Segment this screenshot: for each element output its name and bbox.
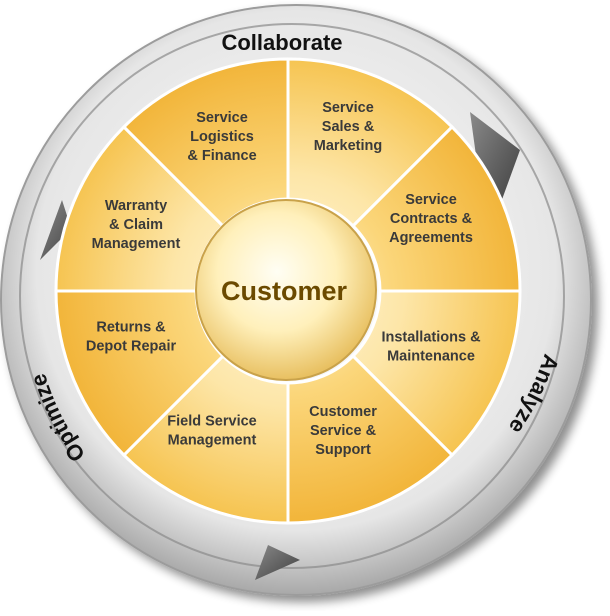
arrow-bottom-icon bbox=[255, 545, 300, 580]
arrow-left-icon bbox=[40, 200, 78, 260]
ring-label-collaborate: Collaborate bbox=[221, 30, 342, 55]
segment-field-service-management bbox=[121, 353, 290, 525]
segment-label-line: Contracts & bbox=[390, 211, 473, 227]
segment-label-line: Sales & bbox=[322, 119, 375, 135]
segment-label-line: Service bbox=[322, 100, 374, 116]
center-circle bbox=[195, 199, 377, 381]
segment-label-line: Service bbox=[196, 110, 248, 126]
cycle-arrows bbox=[40, 112, 520, 580]
segment-label-line: Management bbox=[92, 236, 181, 252]
segment-label-line: Logistics bbox=[190, 129, 254, 145]
segment-label-line: Support bbox=[315, 442, 371, 458]
arrow-top-right-icon bbox=[470, 112, 520, 205]
segment-label-line: Agreements bbox=[389, 230, 473, 246]
segment-label-line: Returns & bbox=[96, 320, 166, 336]
segment-label-line: Depot Repair bbox=[86, 339, 177, 355]
center-label: Customer bbox=[221, 276, 348, 306]
segment-returns-depot-repair-label: Returns & Depot Repair bbox=[86, 320, 177, 355]
segment-label-line: Service bbox=[405, 192, 457, 208]
segment-customer-service-support bbox=[286, 353, 455, 525]
segment-label-line: Installations & bbox=[381, 330, 481, 346]
segment-installations-maintenance-label: Installations & Maintenance bbox=[381, 330, 481, 365]
segment-label-line: Customer bbox=[309, 404, 377, 420]
segment-installations-maintenance bbox=[350, 289, 522, 458]
segment-label-line: Service & bbox=[310, 423, 377, 439]
segment-label-line: Field Service bbox=[167, 414, 256, 430]
segment-label-line: Warranty bbox=[105, 198, 167, 214]
inner-ring-edge bbox=[19, 23, 565, 569]
segment-label-line: Marketing bbox=[314, 138, 383, 154]
segment-label-line: Maintenance bbox=[387, 349, 475, 365]
segment-label-line: & Finance bbox=[187, 148, 256, 164]
segment-service-contracts-agreements bbox=[350, 124, 522, 293]
segment-label-line: Management bbox=[168, 433, 257, 449]
segment-label-line: & Claim bbox=[109, 217, 163, 233]
segment-service-sales-marketing bbox=[286, 57, 455, 229]
